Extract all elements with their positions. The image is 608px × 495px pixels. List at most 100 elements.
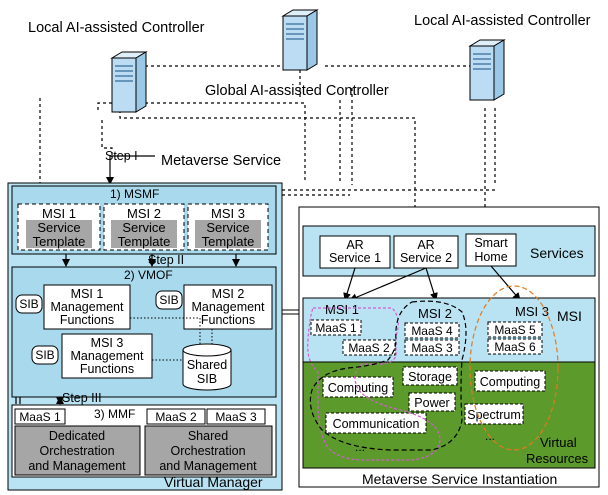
- local-controller-right-label: Local AI-assisted Controller: [414, 13, 591, 29]
- msi-maas5[interactable]: MaaS 5: [487, 321, 543, 338]
- resource-spectrum-label: Spectrum: [467, 408, 521, 422]
- resource-communication-label: Communication: [333, 417, 420, 431]
- service-smart-home-line1: Smart: [474, 236, 508, 250]
- msi1-label: MSI 1: [325, 302, 359, 317]
- service-template-2[interactable]: MSI 2 Service Template: [103, 203, 185, 251]
- metaverse-service-label: Metaverse Service: [161, 153, 281, 169]
- mf-1-line3: Functions: [60, 313, 114, 327]
- mmf-maas3[interactable]: MaaS 3: [206, 408, 266, 425]
- dedicated-line2: Orchestration: [39, 444, 114, 458]
- virtual-resources-line2: Resources: [526, 451, 589, 466]
- mf-3-line1: MSI 3: [91, 336, 124, 350]
- mmf-maas2[interactable]: MaaS 2: [146, 408, 206, 425]
- dedicated-orchestration[interactable]: Dedicated Orchestration and Management: [14, 425, 141, 476]
- mmf-title: 3) MMF: [94, 407, 135, 421]
- template-1-line3: Template: [33, 234, 86, 249]
- panel-connector: [282, 309, 299, 315]
- network-links: [39, 65, 496, 233]
- resource-computing-1[interactable]: Computing: [322, 376, 394, 398]
- management-functions-2[interactable]: MSI 2 Management Functions: [183, 284, 273, 330]
- template-3-line2: Service: [206, 220, 249, 235]
- msi3-label: MSI 3: [515, 304, 549, 319]
- mf-3-line2: Management: [71, 349, 144, 363]
- virtual-resources-line1: Virtual: [540, 435, 577, 450]
- service-msi-arrows: [343, 265, 521, 301]
- template-2-line2: Service: [122, 220, 165, 235]
- service-ar-1-line1: AR: [346, 238, 363, 252]
- mf-1-line2: Management: [51, 300, 124, 314]
- service-template-1[interactable]: MSI 1 Service Template: [17, 203, 101, 251]
- dedicated-line1: Dedicated: [49, 429, 105, 443]
- msi-maas4[interactable]: MaaS 4: [404, 322, 460, 339]
- ellipsis-left: ...: [355, 440, 365, 454]
- msi-label: MSI: [557, 308, 582, 324]
- service-ar-2-line2: Service 2: [400, 251, 452, 265]
- resource-spectrum[interactable]: Spectrum: [464, 403, 524, 425]
- mmf-maas2-label: MaaS 2: [155, 410, 197, 424]
- msi-maas6-label: MaaS 6: [494, 340, 536, 354]
- step3-connector: [15, 396, 64, 405]
- resource-power-label: Power: [414, 396, 449, 410]
- msi-maas3[interactable]: MaaS 3: [404, 339, 460, 356]
- msi3-group-outline: [469, 285, 559, 451]
- resource-storage[interactable]: Storage: [402, 366, 458, 386]
- sib-1-label: SIB: [19, 297, 38, 311]
- vmof-title: 2) VMOF: [124, 268, 173, 282]
- mmf-maas1-label: MaaS 1: [19, 410, 61, 424]
- shared-orchestration[interactable]: Shared Orchestration and Management: [144, 425, 273, 476]
- msmf-title: 1) MSMF: [110, 187, 159, 201]
- local-controller-left-label: Local AI-assisted Controller: [28, 20, 205, 36]
- msi2-group-outline: [309, 300, 467, 451]
- resource-communication[interactable]: Communication: [325, 412, 427, 434]
- shared-sib-line1: Shared: [187, 358, 227, 372]
- global-controller-icon: [282, 9, 318, 71]
- mf-2-line2: Management: [192, 300, 265, 314]
- resource-power[interactable]: Power: [408, 392, 456, 412]
- mmf-maas3-label: MaaS 3: [215, 410, 257, 424]
- local-controller-left-icon: [111, 51, 147, 113]
- global-controller-label: Global AI-assisted Controller: [205, 83, 389, 99]
- template-2-line1: MSI 2: [127, 206, 161, 221]
- management-functions-1[interactable]: MSI 1 Management Functions: [43, 284, 131, 330]
- local-controller-right-icon: [469, 39, 505, 101]
- dedicated-line3: and Management: [28, 459, 126, 473]
- sib-1: SIB: [15, 294, 43, 314]
- step3-label: Step III: [62, 391, 102, 405]
- shared-sib-cylinder: Shared SIB: [182, 343, 232, 391]
- service-template-3[interactable]: MSI 3 Service Template: [187, 203, 269, 251]
- sib-2-label: SIB: [159, 293, 178, 307]
- mf-2-line1: MSI 2: [212, 287, 245, 301]
- service-ar-2[interactable]: AR Service 2: [393, 235, 459, 269]
- msi-maas4-label: MaaS 4: [411, 324, 453, 338]
- template-1-line1: MSI 1: [42, 206, 76, 221]
- resource-storage-label: Storage: [408, 370, 452, 384]
- service-ar-2-line1: AR: [417, 238, 434, 252]
- sib-3: SIB: [31, 345, 59, 365]
- msi-maas2[interactable]: MaaS 2: [342, 339, 396, 356]
- shared-line2: Orchestration: [170, 444, 245, 458]
- msi-maas1[interactable]: MaaS 1: [310, 319, 362, 336]
- service-smart-home[interactable]: Smart Home: [465, 233, 517, 267]
- msi-maas6[interactable]: MaaS 6: [487, 338, 543, 355]
- resource-computing-2-label: Computing: [480, 375, 540, 389]
- service-ar-1[interactable]: AR Service 1: [319, 235, 391, 269]
- template-2-line3: Template: [118, 234, 171, 249]
- msi-maas5-label: MaaS 5: [494, 323, 536, 337]
- template-3-line1: MSI 3: [211, 206, 245, 221]
- step1-arrow: [106, 155, 155, 185]
- services-label: Services: [530, 245, 584, 261]
- step2-label: Step II: [148, 253, 184, 267]
- msi-maas3-label: MaaS 3: [411, 341, 453, 355]
- service-smart-home-line2: Home: [474, 250, 507, 264]
- msi1-group-outline: [307, 307, 441, 461]
- msi2-label: MSI 2: [418, 306, 452, 321]
- resource-computing-2[interactable]: Computing: [474, 370, 546, 392]
- mmf-maas1[interactable]: MaaS 1: [14, 408, 66, 425]
- template-3-line3: Template: [202, 234, 255, 249]
- shared-sib-line2: SIB: [197, 372, 217, 386]
- msmf-vmof-arrows: [62, 254, 240, 267]
- service-ar-1-line2: Service 1: [329, 251, 381, 265]
- management-functions-3[interactable]: MSI 3 Management Functions: [61, 333, 153, 379]
- step1-label: Step I: [105, 149, 138, 163]
